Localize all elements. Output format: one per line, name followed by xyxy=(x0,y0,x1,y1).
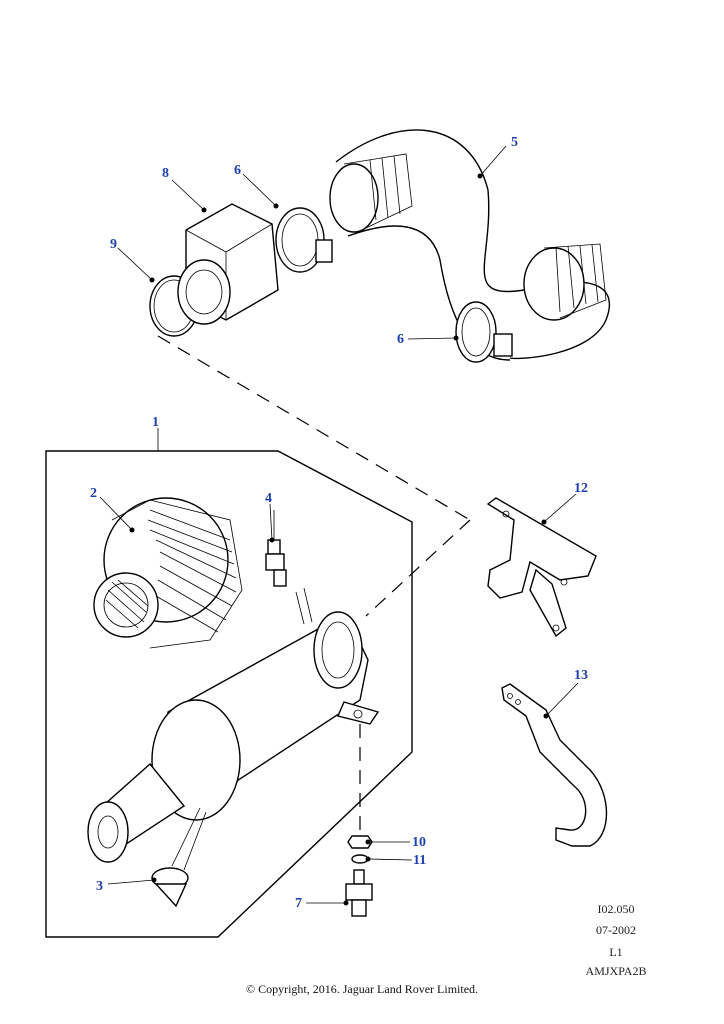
callout-3[interactable]: 3 xyxy=(96,879,103,894)
leader-dots xyxy=(129,173,549,906)
callout-4[interactable]: 4 xyxy=(265,491,272,506)
callout-2[interactable]: 2 xyxy=(90,486,97,501)
diagram-date: 07-2002 xyxy=(596,923,636,937)
copyright-notice: © Copyright, 2016. Jaguar Land Rover Lim… xyxy=(245,982,479,996)
callout-1[interactable]: 1 xyxy=(152,415,159,430)
diagram-ref: I02.050 xyxy=(597,902,635,916)
callout-7[interactable]: 7 xyxy=(295,896,302,911)
callout-6-upper[interactable]: 6 xyxy=(234,163,241,178)
diagram-level: L1 xyxy=(609,945,623,959)
leader-lines xyxy=(99,145,579,904)
kit-outline xyxy=(45,450,413,938)
filter-housing xyxy=(87,587,380,863)
callout-9[interactable]: 9 xyxy=(110,237,117,252)
callout-6-lower[interactable]: 6 xyxy=(397,332,404,347)
hose-clamp-lower xyxy=(455,301,513,363)
diagram-code: AMJXPA2B xyxy=(585,964,647,978)
air-filter-element xyxy=(93,497,243,649)
callout-5[interactable]: 5 xyxy=(511,135,518,150)
callout-11[interactable]: 11 xyxy=(413,853,427,868)
nut xyxy=(347,835,373,849)
hose-clamp-upper xyxy=(275,207,333,273)
air-intake-hose xyxy=(329,129,611,361)
sensor xyxy=(265,510,287,587)
callout-12[interactable]: 12 xyxy=(574,481,588,496)
callout-8[interactable]: 8 xyxy=(162,166,169,181)
mounting-bracket xyxy=(486,497,597,638)
assembly-line-middle xyxy=(365,519,471,617)
callout-13[interactable]: 13 xyxy=(574,668,588,683)
support-strap xyxy=(501,683,608,847)
assembly-line-upper xyxy=(157,335,471,521)
air-flow-meter xyxy=(177,203,279,325)
callout-10[interactable]: 10 xyxy=(412,835,426,850)
drain-valve xyxy=(151,807,207,908)
mounting-stud xyxy=(345,869,373,917)
